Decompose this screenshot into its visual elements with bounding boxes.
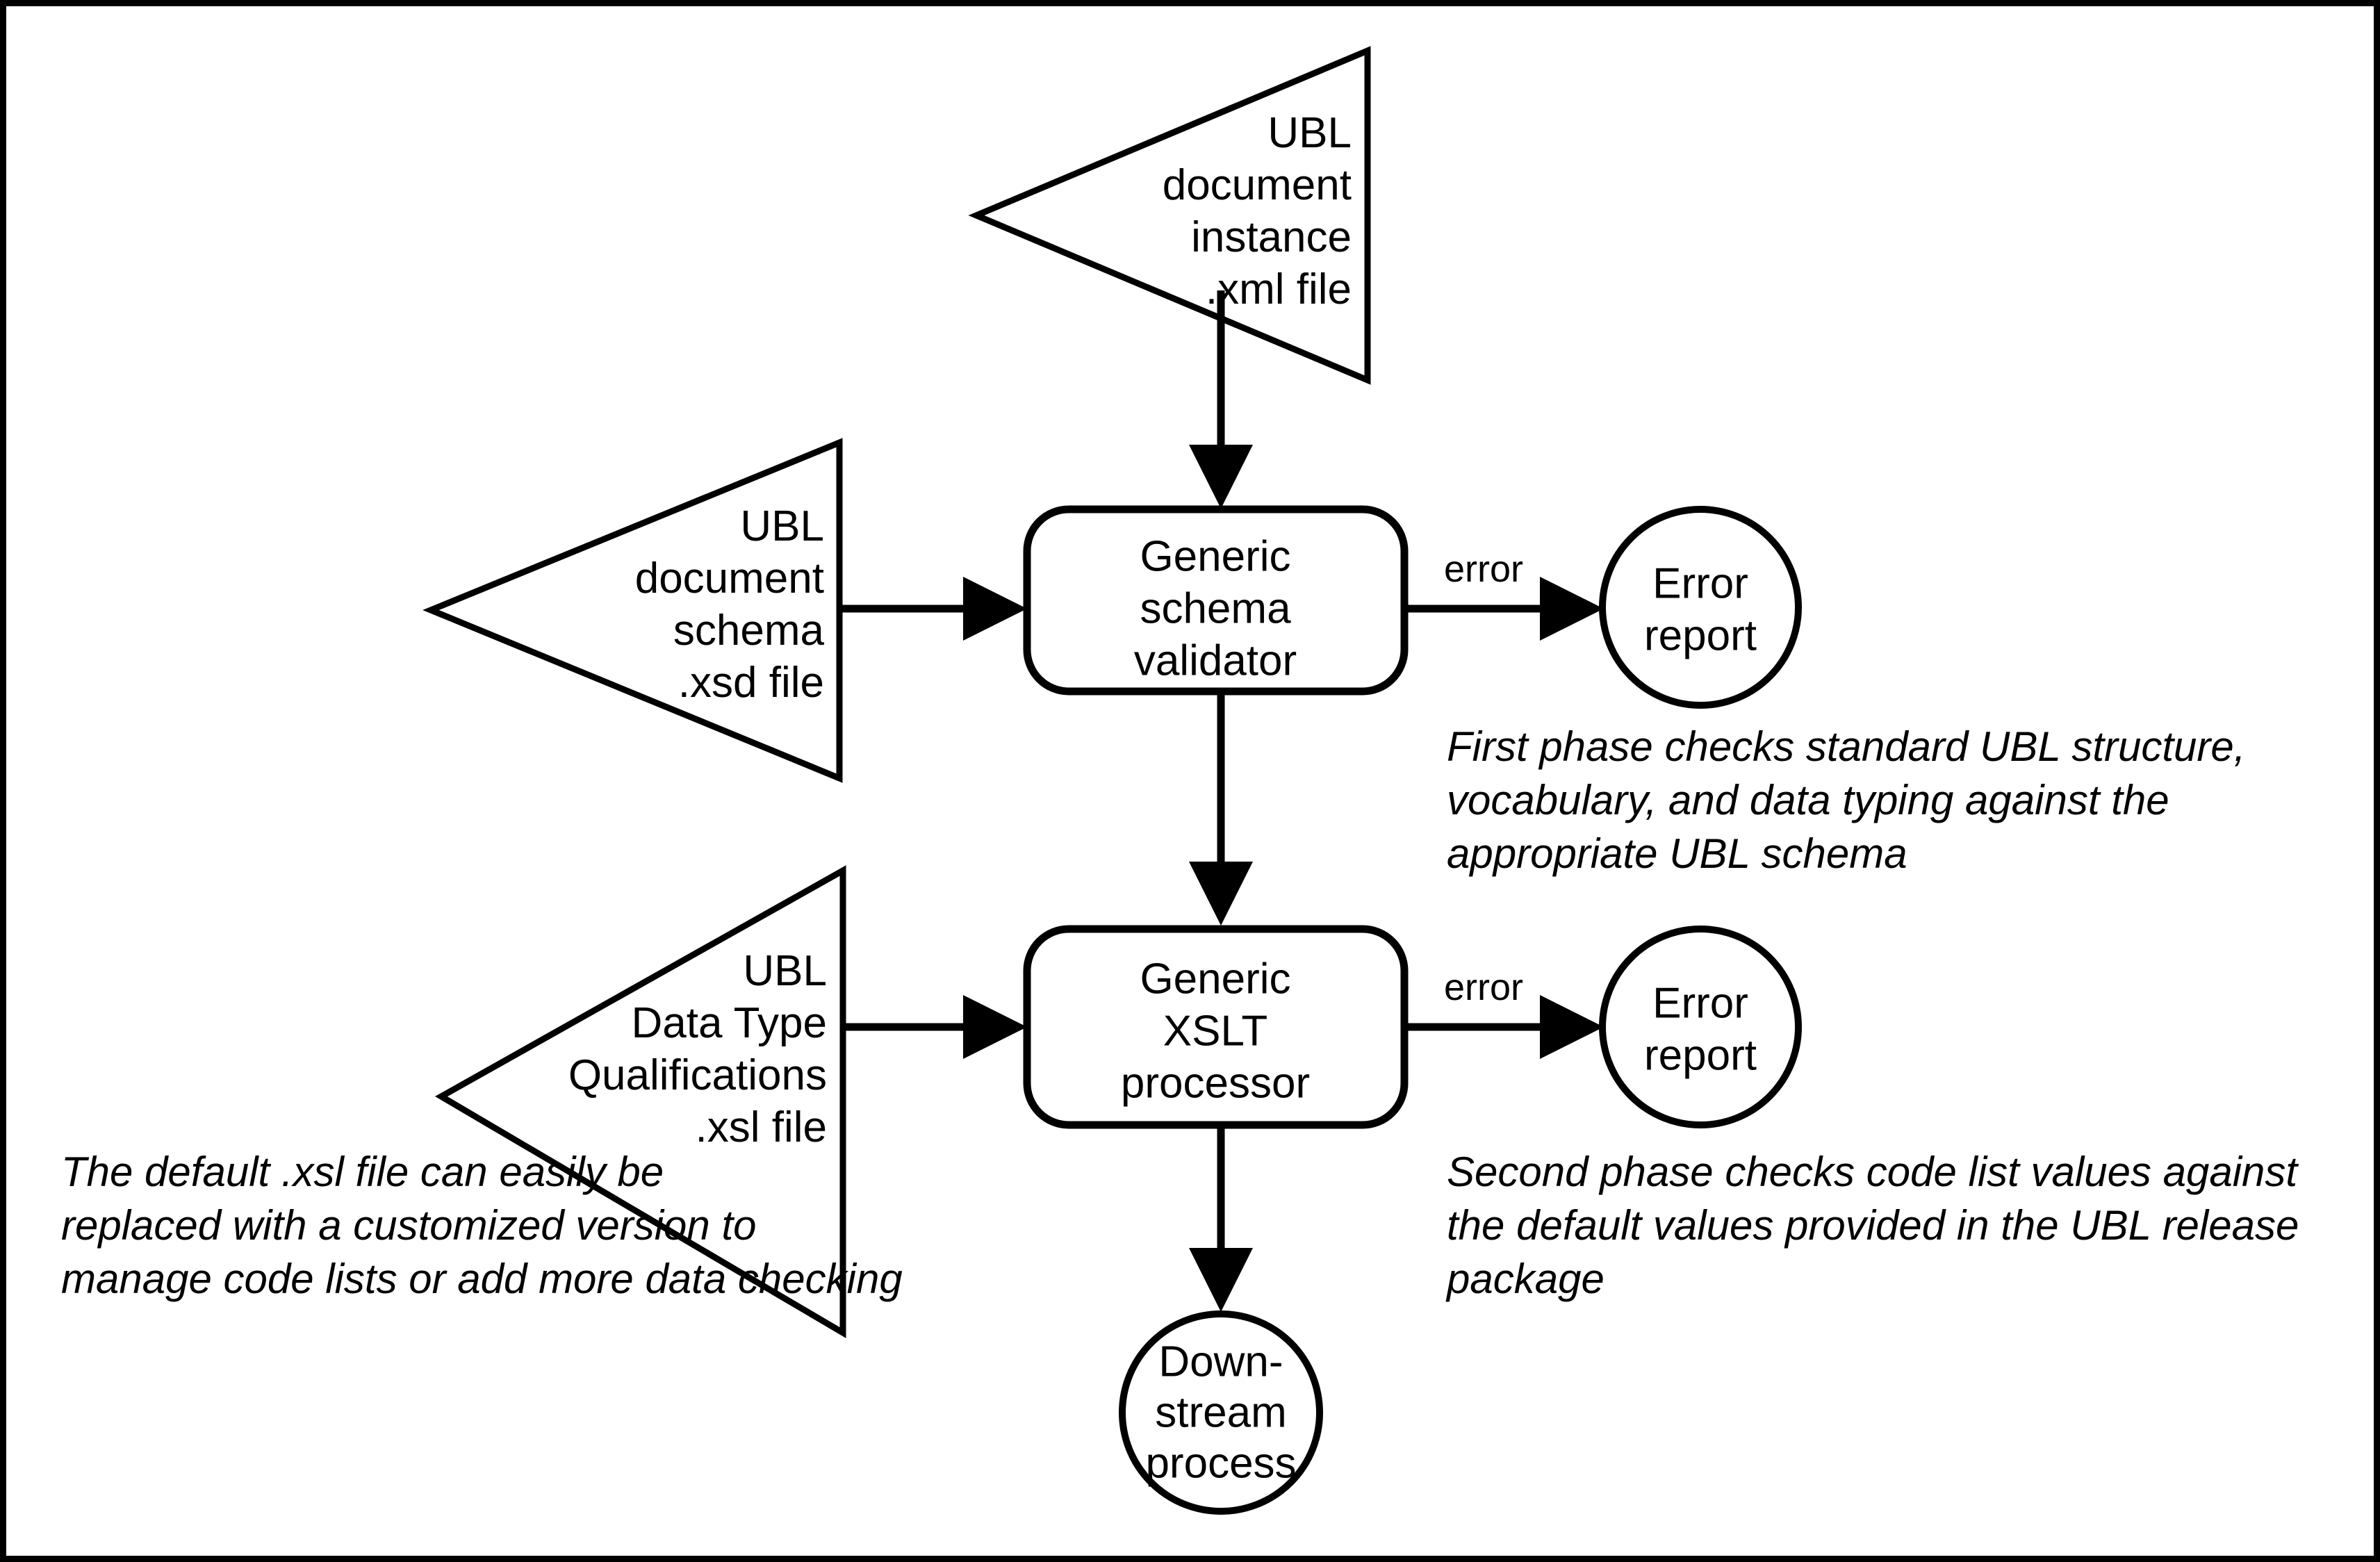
caption-first-phase: First phase checks standard UBL structur… <box>1447 723 2245 877</box>
arrow-head-down <box>1189 1248 1253 1312</box>
node-label-line: UBL <box>1267 109 1352 157</box>
node-label-line: .xsd file <box>678 659 824 707</box>
triangle-left-shape <box>968 46 1371 385</box>
arrow-head-right <box>963 577 1027 641</box>
node-label-line: document <box>635 554 824 602</box>
caption-line: Second phase checks code list values aga… <box>1447 1149 2299 1195</box>
caption-xsl-note: The default .xsl file can easily be repl… <box>61 1149 903 1302</box>
caption-line: replaced with a customized version to <box>61 1202 757 1249</box>
node-label-line: validator <box>1134 636 1297 684</box>
caption-line: First phase checks standard UBL structur… <box>1447 723 2245 770</box>
node-label-line: Data Type <box>632 999 827 1047</box>
node-label-line: schema <box>1140 584 1291 632</box>
caption-line: appropriate UBL schema <box>1447 830 1907 877</box>
caption-line: the default values provided in the UBL r… <box>1447 1202 2299 1249</box>
circle-shape <box>1599 926 1802 1128</box>
node-label-line: Generic <box>1140 532 1290 580</box>
edge-instance-to-validator <box>1189 290 1253 509</box>
node-label-line: report <box>1644 1031 1757 1079</box>
node-label-line: stream <box>1155 1388 1286 1436</box>
node-label-line: Error <box>1652 559 1748 607</box>
node-label-line: Error <box>1652 979 1748 1027</box>
edge-qualifications-to-xslt <box>843 995 1027 1059</box>
node-label-line: instance <box>1191 213 1352 261</box>
edge-validator-to-xslt <box>1189 691 1253 926</box>
triangle-left-shape <box>434 865 846 1338</box>
node-label-line: process <box>1145 1439 1296 1487</box>
node-label-line: Qualifications <box>568 1051 827 1099</box>
edge-xslt-to-error-report: error <box>1404 967 1604 1059</box>
rounded-rect-shape <box>1023 505 1409 696</box>
node-label-line: Generic <box>1140 955 1290 1003</box>
node-label-line: schema <box>673 607 825 655</box>
circle-shape <box>1599 506 1802 709</box>
node-generic-schema-validator[interactable]: Generic schema validator <box>1023 505 1409 696</box>
node-generic-xslt-processor[interactable]: Generic XSLT processor <box>1023 925 1409 1129</box>
node-label-line: document <box>1163 161 1352 209</box>
edge-label-error: error <box>1444 548 1523 590</box>
node-label-line: .xml file <box>1206 265 1352 313</box>
arrow-head-down <box>1189 445 1253 509</box>
node-error-report-phase1[interactable]: Error report <box>1599 506 1802 709</box>
node-ubl-data-type-qualifications[interactable]: UBL Data Type Qualifications .xsl file <box>434 865 846 1338</box>
circle-shape <box>1119 1310 1323 1515</box>
node-label-line: processor <box>1121 1059 1310 1107</box>
node-label-line: report <box>1644 611 1757 659</box>
edge-validator-to-error-report: error <box>1404 548 1604 641</box>
edge-label-error: error <box>1444 967 1523 1008</box>
node-label-line: XSLT <box>1163 1007 1267 1055</box>
node-error-report-phase2[interactable]: Error report <box>1599 926 1802 1128</box>
node-label-line: UBL <box>743 947 827 995</box>
caption-line: vocabulary, and data typing against the <box>1447 777 2169 823</box>
node-label-line: Down- <box>1158 1338 1283 1386</box>
caption-line: package <box>1445 1256 1605 1302</box>
arrow-head-right <box>1540 995 1604 1059</box>
caption-second-phase: Second phase checks code list values aga… <box>1445 1149 2299 1302</box>
edge-schema-to-validator <box>839 577 1027 641</box>
node-downstream-process[interactable]: Down- stream process <box>1119 1310 1323 1515</box>
node-label-line: UBL <box>740 502 824 550</box>
arrow-head-right <box>963 995 1027 1059</box>
edge-xslt-to-downstream <box>1189 1125 1253 1312</box>
arrow-head-right <box>1540 577 1604 641</box>
node-ubl-document-schema[interactable]: UBL document schema .xsd file <box>422 438 843 783</box>
node-ubl-document-instance[interactable]: UBL document instance .xml file <box>968 46 1371 385</box>
arrow-head-down <box>1189 862 1253 926</box>
caption-line: manage code lists or add more data check… <box>61 1256 903 1302</box>
node-label-line: .xsl file <box>696 1103 827 1151</box>
caption-line: The default .xsl file can easily be <box>61 1149 664 1195</box>
